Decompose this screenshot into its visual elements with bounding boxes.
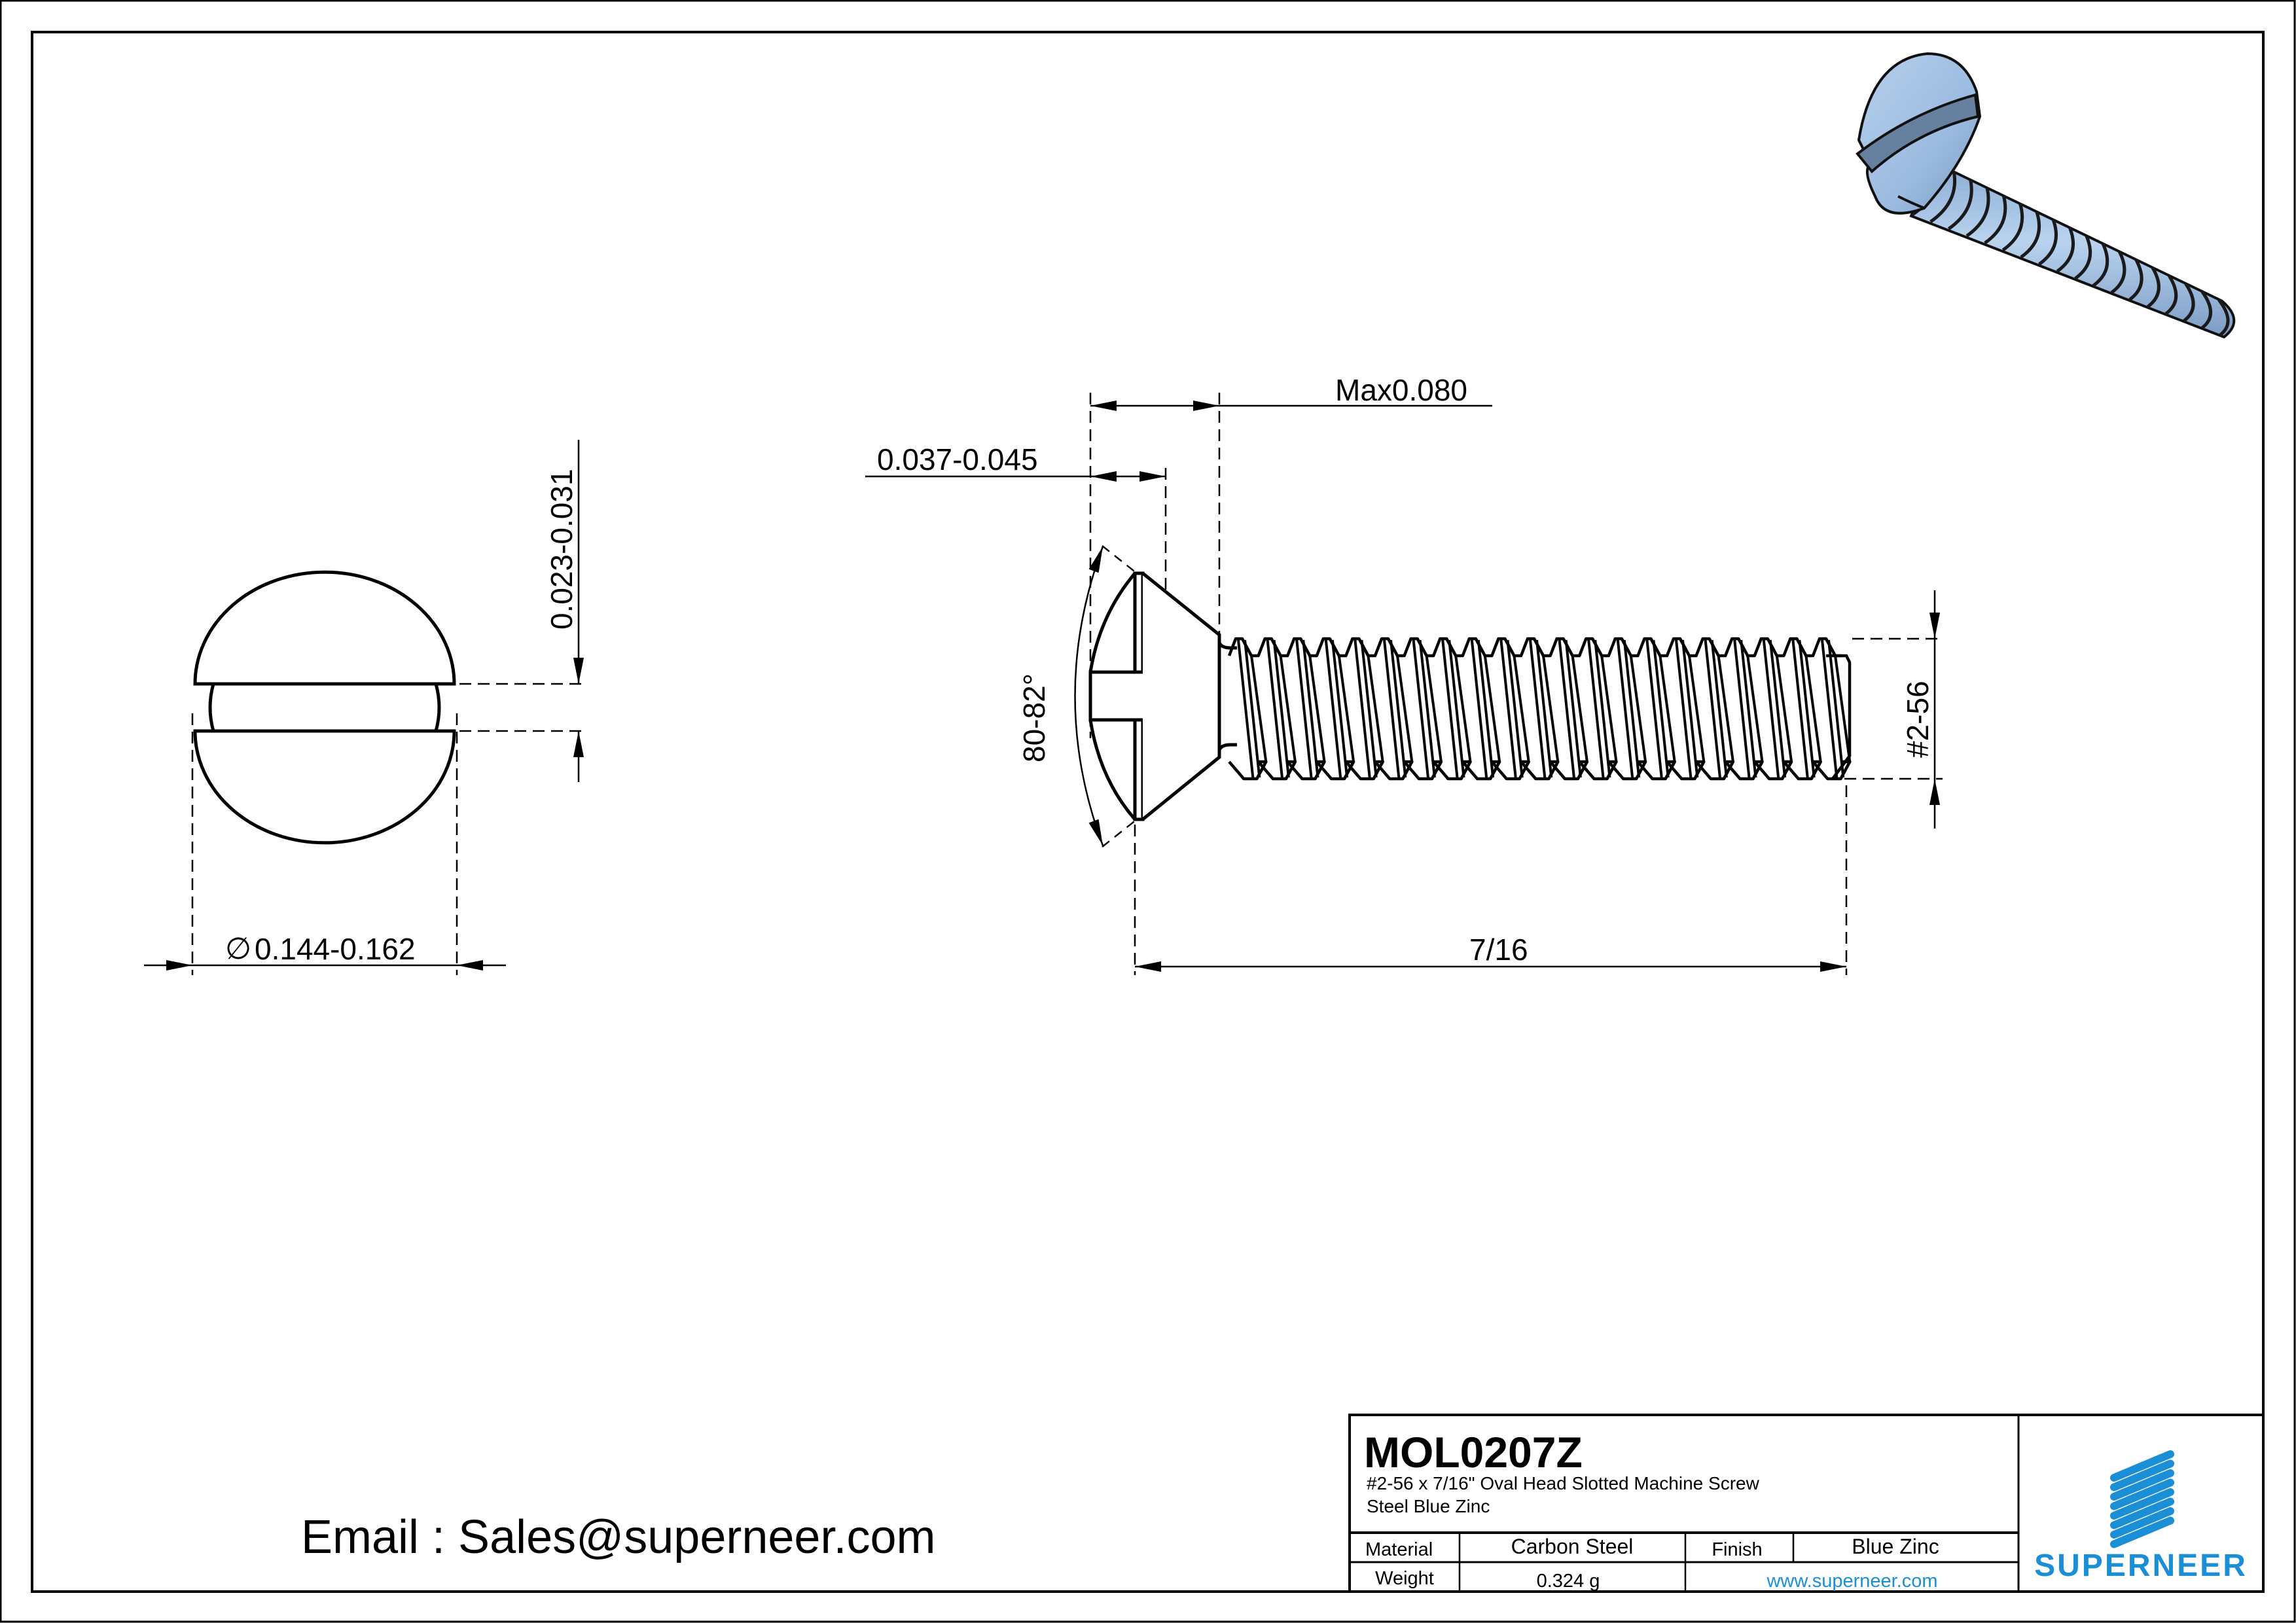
side-view	[865, 393, 1943, 975]
slot-width-dimension: 0.023-0.031	[545, 469, 579, 630]
finish-label: Finish	[1712, 1539, 1762, 1560]
end-view-slot-left-arc	[208, 683, 215, 732]
contact-email[interactable]: Email : Sales@superneer.com	[301, 1511, 936, 1563]
length-dimension: 7/16	[1469, 933, 1528, 967]
superneer-logo-icon	[2110, 1450, 2174, 1548]
end-view-slot-right-arc	[434, 683, 441, 732]
thread-profile	[1227, 637, 1852, 781]
part-number: MOL0207Z	[1364, 1428, 1583, 1476]
head-angle-arc	[1074, 546, 1104, 846]
thread-size-dimension: #2-56	[1901, 681, 1935, 758]
head-diameter-symbol: ∅	[225, 931, 251, 965]
material-value: Carbon Steel	[1511, 1535, 1634, 1558]
end-view-lower-cap	[193, 729, 456, 845]
head-countersink	[1141, 572, 1221, 821]
head-dome-upper	[1088, 572, 1136, 673]
brand-name: SUPERNEER	[2034, 1548, 2248, 1583]
weight-label: Weight	[1375, 1568, 1434, 1589]
weight-value: 0.324 g	[1537, 1571, 1600, 1592]
title-block	[1348, 1414, 2265, 1593]
screw-3d-render	[1856, 52, 2236, 339]
material-label: Material	[1365, 1539, 1433, 1560]
part-finish-summary: Steel Blue Zinc	[1367, 1496, 1490, 1516]
end-view-upper-cap	[193, 570, 456, 686]
end-view	[144, 440, 586, 975]
slot-depth-dimension: 0.037-0.045	[877, 442, 1038, 476]
head-diameter-dimension: 0.144-0.162	[255, 932, 416, 966]
thread-end-chamfer	[1826, 654, 1852, 780]
finish-value: Blue Zinc	[1852, 1535, 1939, 1558]
head-angle-dimension: 80-82°	[1017, 673, 1051, 762]
head-height-dimension: Max0.080	[1335, 373, 1467, 407]
website-link[interactable]: www.superneer.com	[1766, 1571, 1937, 1592]
part-description: #2-56 x 7/16" Oval Head Slotted Machine …	[1367, 1473, 1760, 1493]
inner-frame	[31, 31, 2265, 1593]
head-dome-lower	[1088, 719, 1136, 821]
